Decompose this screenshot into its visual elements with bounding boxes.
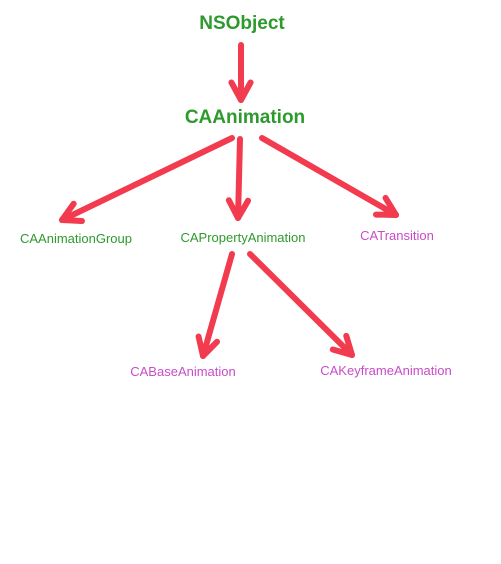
node-catransition: CATransition — [360, 228, 434, 243]
node-caproperty-animation: CAPropertyAnimation — [180, 230, 306, 245]
node-cakeyframe-animation: CAKeyframeAnimation — [320, 363, 452, 378]
node-nsobject: NSObject — [199, 13, 285, 34]
arrow-caanimation-to-group — [59, 135, 235, 225]
node-caanimation: CAAnimation — [184, 107, 306, 128]
arrow-caanimation-to-transition — [259, 135, 399, 218]
arrow-caanimation-to-property — [225, 136, 252, 221]
arrow-nsobject-to-caanimation — [228, 42, 254, 103]
arrow-property-to-base — [195, 251, 235, 359]
node-caanimation-group: CAAnimationGroup — [20, 231, 132, 246]
arrow-property-to-keyframe — [247, 251, 355, 358]
node-cabase-animation: CABaseAnimation — [130, 364, 236, 379]
